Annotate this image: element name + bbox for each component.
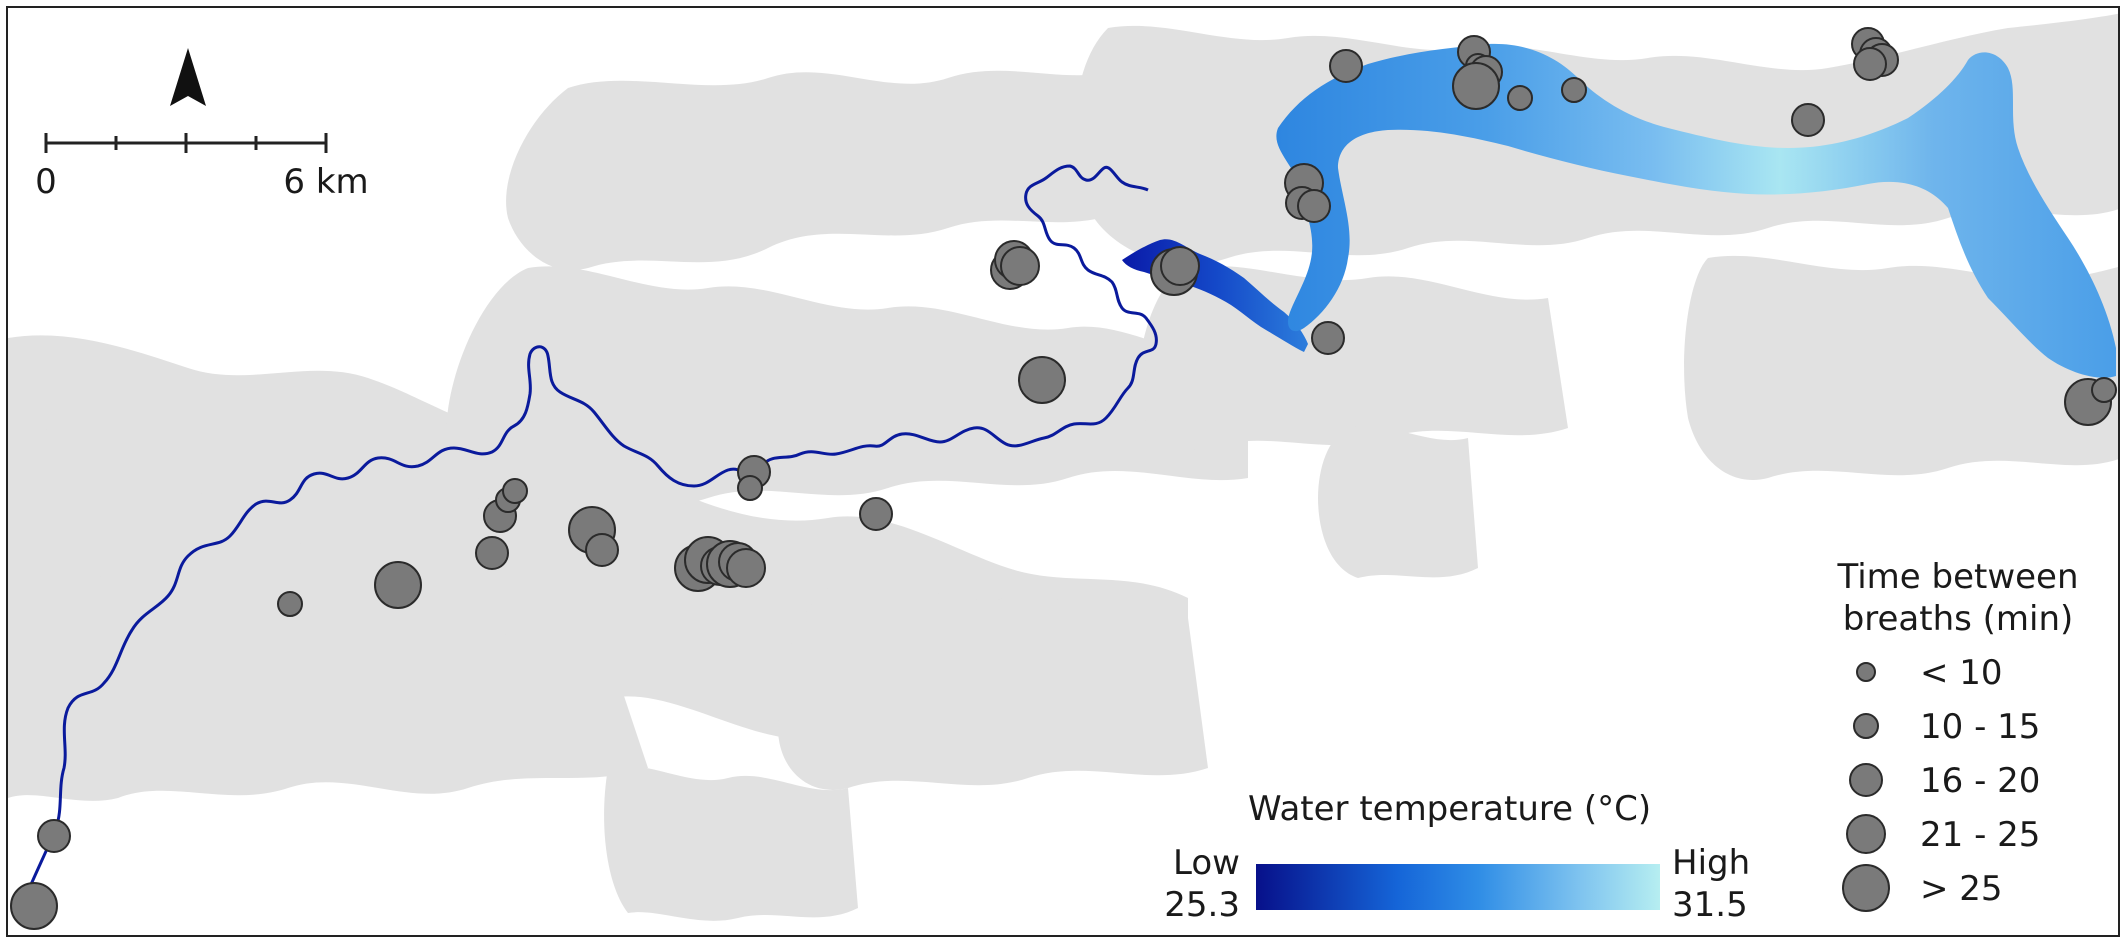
size-legend-label: 21 - 25 [1920, 815, 2040, 855]
size-legend-symbol [1853, 713, 1879, 739]
temperature-high-word: High [1672, 843, 1750, 883]
temperature-high-value: 31.5 [1672, 885, 1748, 925]
size-legend-label: < 10 [1920, 653, 2003, 693]
sighting-point [10, 882, 58, 930]
scale-end-label: 6 km [283, 162, 368, 202]
size-legend-symbol [1846, 814, 1886, 854]
sighting-point [1791, 103, 1825, 137]
sighting-point [585, 533, 619, 567]
temperature-low-word: Low [1173, 843, 1240, 883]
scale-start-label: 0 [35, 162, 57, 202]
sighting-point [1507, 85, 1533, 111]
sighting-point [502, 478, 528, 504]
scale-bar [44, 133, 328, 153]
size-legend-symbol [1856, 662, 1876, 682]
size-legend: < 10 10 - 15 16 - 20 21 - 25 > 25 [1842, 653, 2040, 912]
sighting-point [1311, 321, 1345, 355]
size-legend-label: 10 - 15 [1920, 707, 2040, 747]
north-arrow-icon [170, 48, 206, 106]
sighting-point [1160, 246, 1200, 286]
size-legend-label: 16 - 20 [1920, 761, 2040, 801]
temperature-low-value: 25.3 [1164, 885, 1240, 925]
sighting-point [1000, 246, 1040, 286]
sighting-point [37, 819, 71, 853]
sighting-point [1561, 77, 1587, 103]
sighting-point [1329, 49, 1363, 83]
sighting-point [374, 561, 422, 609]
sighting-point [737, 475, 763, 501]
map-canvas: 0 6 km Water temperature (°C) Low 25.3 H… [8, 13, 2118, 930]
temperature-legend-title: Water temperature (°C) [1248, 789, 1651, 829]
sighting-point [277, 591, 303, 617]
reservoir [1276, 43, 2116, 378]
sightings-layer [10, 27, 2117, 930]
sighting-point [1452, 62, 1500, 110]
sighting-point [1018, 356, 1066, 404]
map-frame: 0 6 km Water temperature (°C) Low 25.3 H… [6, 6, 2120, 937]
sighting-point [1853, 47, 1887, 81]
size-legend-title-line2: breaths (min) [1843, 599, 2074, 639]
sighting-point [1297, 189, 1331, 223]
size-legend-symbol [1849, 763, 1883, 797]
sighting-point [2091, 377, 2117, 403]
temperature-color-ramp [1256, 864, 1660, 910]
size-legend-title-line1: Time between [1836, 557, 2078, 597]
size-legend-symbol [1842, 864, 1890, 912]
sighting-point [726, 548, 766, 588]
sighting-point [859, 497, 893, 531]
sighting-point [475, 536, 509, 570]
size-legend-label: > 25 [1920, 869, 2003, 909]
